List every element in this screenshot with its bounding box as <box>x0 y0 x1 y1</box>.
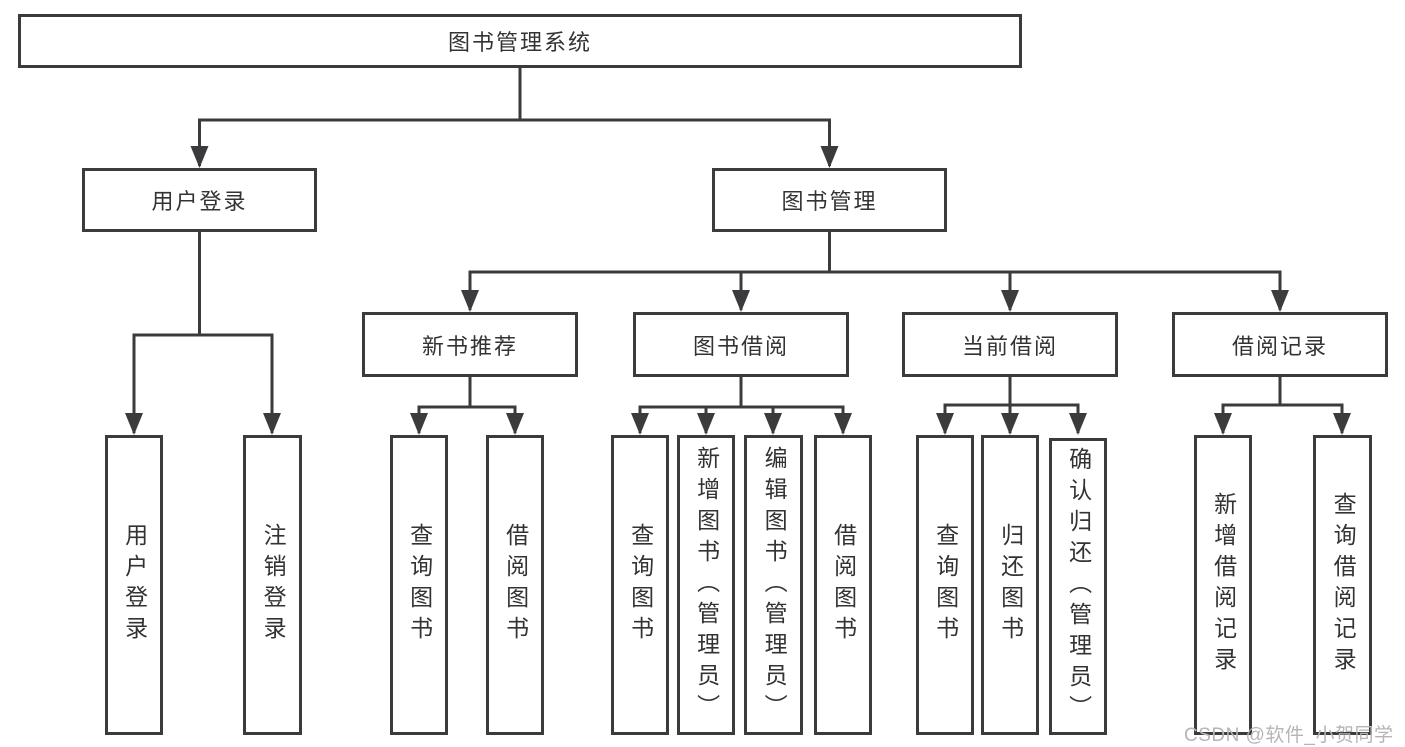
node-label: 图书借阅 <box>692 333 789 359</box>
leaf-borrow-books: 借阅图书 <box>486 435 544 735</box>
arrow-down-icon <box>263 413 281 435</box>
connector-book-borrow-branch <box>638 377 845 433</box>
leaf-query-books: 查询图书 <box>916 435 974 735</box>
leaf-return-books: 归还图书 <box>981 435 1039 735</box>
arrow-down-icon <box>820 146 839 168</box>
leaf-label: 查询图书 <box>406 523 433 647</box>
node-label: 当前借阅 <box>961 333 1058 359</box>
node-label: 借阅记录 <box>1231 333 1328 359</box>
arrow-down-icon <box>697 413 715 435</box>
arrow-down-icon <box>1271 290 1289 312</box>
leaf-label: 注销登录 <box>260 523 287 647</box>
leaf-label: 借阅图书 <box>830 523 857 647</box>
arrow-down-icon <box>410 413 428 435</box>
arrow-down-icon <box>936 413 954 435</box>
connector-new-book-branch <box>417 377 517 433</box>
leaf-label: 新增借阅记录 <box>1210 492 1237 678</box>
arrow-down-icon <box>732 290 750 312</box>
leaf-query-books: 查询图书 <box>611 435 669 735</box>
leaf-label: 编辑图书（管理员） <box>761 445 788 725</box>
leaf-label: 归还图书 <box>997 523 1024 647</box>
arrow-down-icon <box>1069 413 1087 435</box>
node-label: 新书推荐 <box>421 333 518 359</box>
arrow-down-icon <box>834 413 852 435</box>
leaf-label: 查询图书 <box>627 523 654 647</box>
connector-user-login-branch <box>132 232 274 433</box>
leaf-add-borrow-record: 新增借阅记录 <box>1194 435 1252 735</box>
leaf-logout: 注销登录 <box>243 435 302 735</box>
arrow-down-icon <box>631 413 649 435</box>
arrow-down-icon <box>1333 413 1351 435</box>
leaf-add-books-admin: 新增图书（管理员） <box>677 435 735 735</box>
leaf-query-borrow-record: 查询借阅记录 <box>1313 435 1372 735</box>
arrow-down-icon <box>190 146 209 168</box>
arrow-down-icon <box>461 290 479 312</box>
node-borrow-records: 借阅记录 <box>1172 312 1388 377</box>
leaf-label: 用户登录 <box>121 523 148 647</box>
node-label: 图书管理系统 <box>447 30 592 55</box>
leaf-borrow-books: 借阅图书 <box>814 435 872 735</box>
node-label: 图书管理 <box>781 189 878 214</box>
leaf-edit-books-admin: 编辑图书（管理员） <box>744 435 803 735</box>
leaf-user-login: 用户登录 <box>105 435 163 735</box>
connector-book-management-branch <box>468 232 1282 310</box>
csdn-watermark: CSDN @软件_小贺同学 <box>1184 725 1394 746</box>
node-user-login: 用户登录 <box>82 168 317 232</box>
arrow-down-icon <box>1001 290 1019 312</box>
node-root-system: 图书管理系统 <box>18 14 1022 68</box>
connector-root-level2 <box>198 68 831 166</box>
leaf-label: 借阅图书 <box>502 523 529 647</box>
node-label: 用户登录 <box>151 189 248 214</box>
arrow-down-icon <box>764 413 782 435</box>
node-book-management: 图书管理 <box>712 168 947 232</box>
leaf-label: 新增图书（管理员） <box>693 445 720 725</box>
leaf-label: 查询借阅记录 <box>1330 492 1357 678</box>
arrow-down-icon <box>506 413 524 435</box>
node-book-borrow: 图书借阅 <box>633 312 849 377</box>
arrow-down-icon <box>1001 413 1019 435</box>
leaf-label: 确认归还（管理员） <box>1065 447 1092 726</box>
leaf-label: 查询图书 <box>932 523 959 647</box>
arrow-down-icon <box>125 413 143 435</box>
leaf-query-books: 查询图书 <box>390 435 448 735</box>
node-current-borrow: 当前借阅 <box>902 312 1118 377</box>
connector-borrow-records-branch <box>1221 377 1344 433</box>
arrow-down-icon <box>1214 413 1232 435</box>
leaf-confirm-return-admin: 确认归还（管理员） <box>1049 438 1107 735</box>
node-new-book-recommend: 新书推荐 <box>362 312 578 377</box>
